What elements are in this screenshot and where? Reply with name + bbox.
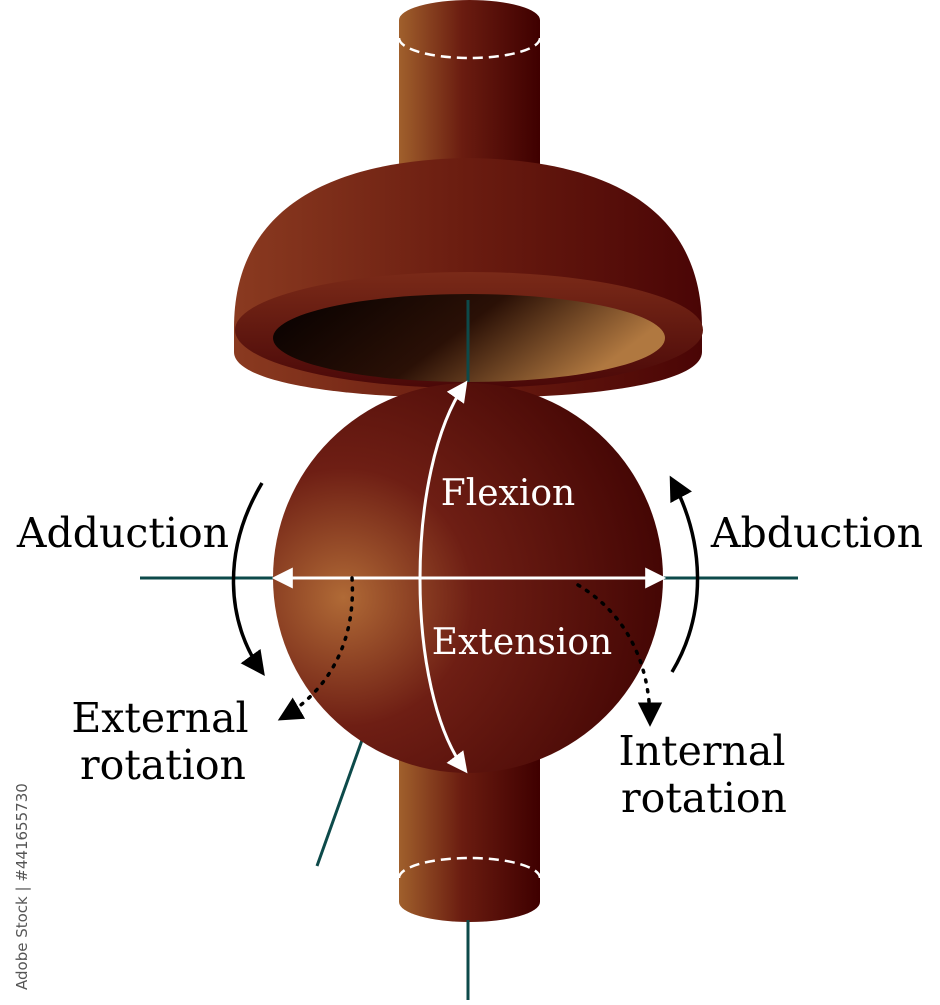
socket-cup xyxy=(234,158,703,398)
internal-rotation-arrow xyxy=(576,583,663,727)
extension-label: Extension xyxy=(432,622,612,663)
adduction-arrow xyxy=(231,482,265,676)
abduction-arrow xyxy=(669,475,700,673)
external-rotation-label-line2: rotation xyxy=(80,741,246,789)
internal-rotation-label-line2: rotation xyxy=(621,774,787,822)
upper-bone-cylinder xyxy=(397,0,542,180)
external-rotation-arrow xyxy=(277,576,355,721)
abduction-label: Abduction xyxy=(710,509,923,557)
external-rotation-label-line1: External xyxy=(71,694,248,742)
adduction-label: Adduction xyxy=(16,509,229,557)
flexion-label: Flexion xyxy=(441,473,575,514)
stock-watermark: Adobe Stock | #441655730 xyxy=(13,783,31,990)
internal-rotation-label-line1: Internal xyxy=(619,727,786,775)
